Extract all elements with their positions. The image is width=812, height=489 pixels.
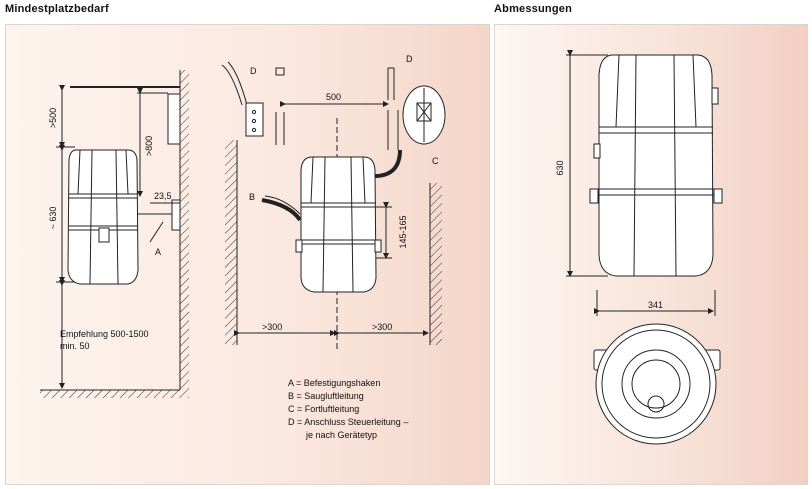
label-dim-side: >800 <box>144 136 154 156</box>
label-dim-offset: 23,5 <box>154 191 172 201</box>
legend: A = Befestigungshaken B = Saugluftleitun… <box>288 378 408 440</box>
mounting-hook <box>171 199 181 231</box>
label-marker-d-left: D <box>250 66 257 76</box>
legend-item-a: A = Befestigungshaken <box>288 378 380 388</box>
label-dim-width: 500 <box>326 92 341 102</box>
unit-front-view <box>295 156 382 293</box>
label-recommendation: Empfehlung 500-1500 <box>60 329 149 339</box>
legend-item-c: C = Fortluftleitung <box>288 404 359 414</box>
wall-bracket <box>167 93 181 145</box>
unit-elevation-view <box>589 54 723 277</box>
legend-item-d-note: je nach Gerätetyp <box>305 430 377 440</box>
side-view-drawing <box>40 70 189 398</box>
left-wall-hatch <box>225 140 237 345</box>
label-dim-right: >300 <box>372 322 392 332</box>
heading-dimensions: Abmessungen <box>494 3 572 15</box>
unit-top-view <box>593 323 721 445</box>
label-marker-d-right: D <box>406 54 413 64</box>
unit-side-view <box>67 149 172 285</box>
front-view-drawing <box>221 61 446 350</box>
heading-space-requirement: Mindestplatzbedarf <box>5 3 109 15</box>
dimensions-drawing <box>566 50 723 445</box>
label-dim-left: >300 <box>262 322 282 332</box>
right-wall-hatch <box>430 183 442 345</box>
label-unit-height: 630 <box>555 160 565 175</box>
label-marker-a: A <box>155 247 161 257</box>
floor-hatch <box>40 390 189 398</box>
wall-hatch <box>180 70 189 390</box>
label-marker-b: B <box>249 192 255 202</box>
label-minimum: min. 50 <box>60 341 90 351</box>
label-dim-top: >500 <box>48 108 58 128</box>
label-dim-body: ~ 630 <box>48 207 58 230</box>
legend-item-b: B = Saugluftleitung <box>288 391 364 401</box>
label-dim-height: 145-165 <box>398 215 408 248</box>
legend-item-d: D = Anschluss Steuerleitung – <box>288 417 408 427</box>
label-unit-width: 341 <box>648 300 663 310</box>
label-marker-c: C <box>432 156 439 166</box>
